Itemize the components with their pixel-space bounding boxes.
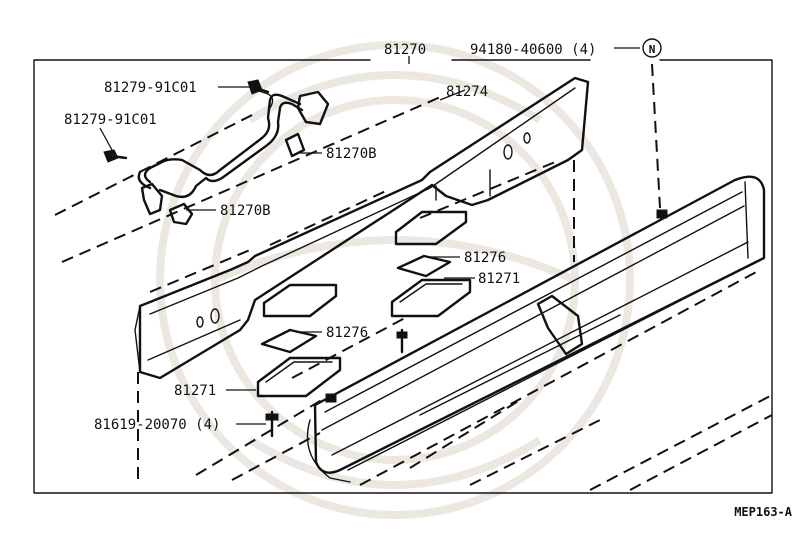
n-symbol: N (649, 43, 656, 56)
screw-right (396, 328, 408, 354)
label-81274: 81274 (446, 84, 488, 100)
label-81619-20070: 81619-20070 (4) (94, 417, 220, 433)
label-81270b-upper: 81270B (326, 146, 377, 162)
label-81279-upper: 81279-91C01 (104, 80, 197, 96)
gasket-81276-left (260, 328, 318, 354)
n-symbol-circle (642, 38, 662, 58)
figure-code: MEP163-A (734, 505, 793, 519)
license-lamp-openings (262, 210, 468, 318)
lamp-lens-81271-right (390, 278, 472, 318)
lamp-wire-harness (137, 89, 330, 226)
rear-bumper-bar (306, 175, 766, 483)
label-81276-left: 81276 (326, 325, 368, 341)
watermark-emblem (156, 41, 634, 519)
gasket-81276-right (396, 254, 452, 278)
label-81271-left: 81271 (174, 383, 216, 399)
label-81276-right: 81276 (464, 250, 506, 266)
label-81270b-lower: 81270B (220, 203, 271, 219)
clip-81279-lower (103, 149, 128, 163)
leader-lines (99, 47, 640, 425)
bumper-reinforcement (134, 76, 590, 380)
label-81279-lower: 81279-91C01 (64, 112, 157, 128)
screw-81619 (265, 410, 279, 438)
assembly-lines (54, 63, 773, 491)
label-81270: 81270 (384, 42, 426, 58)
clip-81279-upper (247, 79, 270, 95)
label-94180-40600: 94180-40600 (4) (470, 42, 596, 58)
lamp-lens-81271-left (256, 356, 342, 398)
diagram-frame (33, 59, 773, 494)
label-81271-right: 81271 (478, 271, 520, 287)
